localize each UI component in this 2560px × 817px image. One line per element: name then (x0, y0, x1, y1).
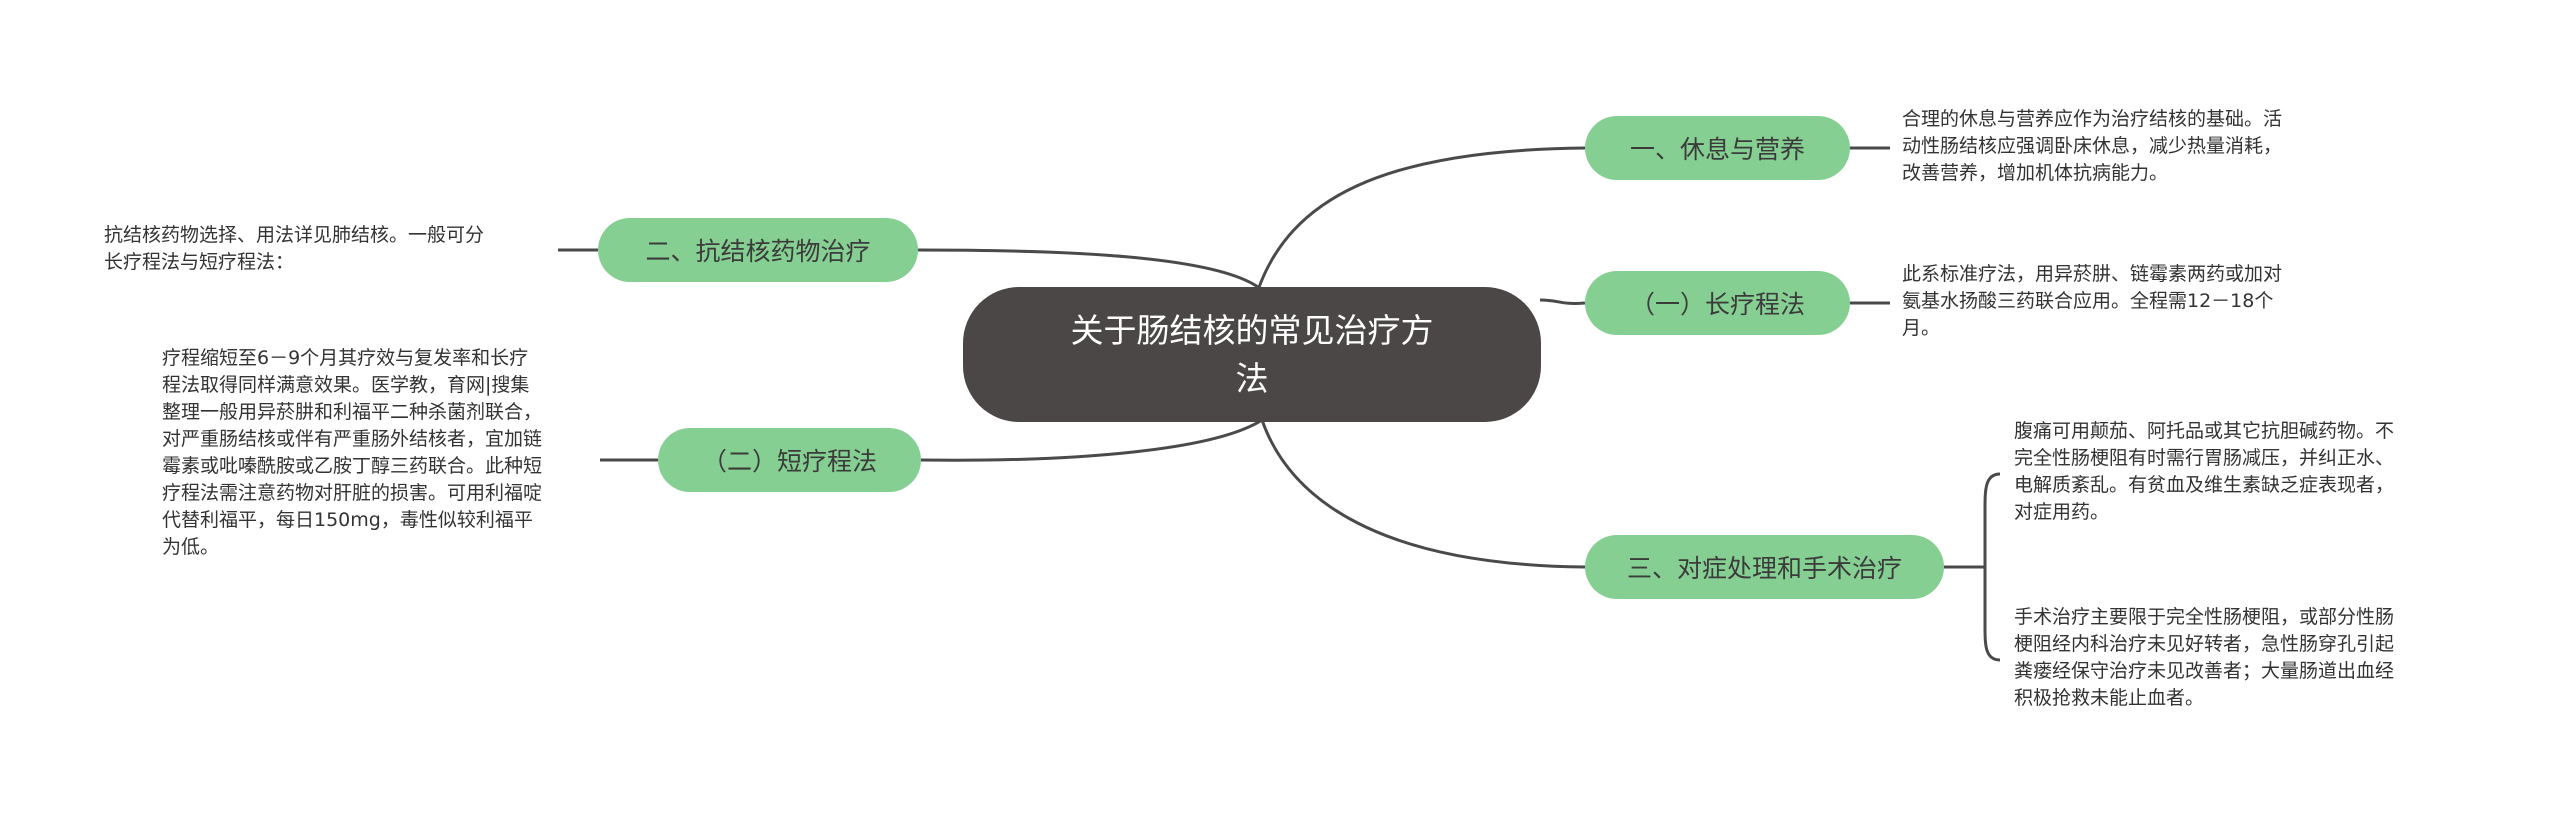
link-long-course (1539, 298, 1586, 305)
note-rest-nutrition: 合理的休息与营养应作为治疗结核的基础。活 动性肠结核应强调卧床休息，减少热量消耗… (1902, 106, 2362, 187)
note-line: 月。 (1902, 317, 1941, 339)
note-line: 整理一般用异菸肼和利福平二种杀菌剂联合， (162, 401, 543, 423)
branch-antitb-drugs-label: 二、抗结核药物治疗 (645, 237, 871, 266)
branch-antitb-drugs[interactable]: 二、抗结核药物治疗 (598, 218, 918, 282)
note-line: 霉素或吡嗪酰胺或乙胺丁醇三药联合。此种短 (162, 455, 543, 477)
central-topic-line2: 法 (1235, 358, 1269, 398)
note-line: 梗阻经内科治疗未见好转者，急性肠穿孔引起 (2014, 633, 2395, 655)
central-topic-line1: 关于肠结核的常见治疗方 (1070, 310, 1434, 350)
note-symptomatic-surgery: 手术治疗主要限于完全性肠梗阻，或部分性肠 梗阻经内科治疗未见好转者，急性肠穿孔引… (2014, 604, 2484, 712)
note-line: 程法取得同样满意效果。医学教，育网|搜集 (162, 374, 530, 396)
branch-short-course[interactable]: （二）短疗程法 (658, 428, 921, 492)
branch-long-course[interactable]: （一）长疗程法 (1585, 271, 1850, 335)
branch-long-course-label: （一）长疗程法 (1629, 290, 1805, 319)
note-line: 疗程法需注意药物对肝脏的损害。可用利福啶 (162, 482, 543, 504)
link-symptomatic (1260, 419, 1586, 569)
branch-symptomatic-surgery-label: 三、对症处理和手术治疗 (1626, 554, 1902, 583)
link-antitb (917, 248, 1263, 292)
note-antitb-drugs: 抗结核药物选择、用法详见肺结核。一般可分 长疗程法与短疗程法： (104, 222, 564, 276)
branch-rest-nutrition-label: 一、休息与营养 (1629, 135, 1805, 164)
branch-short-course-label: （二）短疗程法 (701, 447, 877, 476)
note-line: 电解质紊乱。有贫血及维生素缺乏症表现者， (2014, 474, 2395, 496)
note-long-course: 此系标准疗法，用异菸肼、链霉素两药或加对 氨基水扬酸三药联合应用。全程需12－1… (1902, 261, 2362, 342)
note-short-course: 疗程缩短至6－9个月其疗效与复发率和长疗 程法取得同样满意效果。医学教，育网|搜… (162, 345, 622, 561)
note-line: 对严重肠结核或伴有严重肠外结核者，宜加链 (162, 428, 543, 450)
note-line: 完全性肠梗阻有时需行胃肠减压，并纠正水、 (2014, 447, 2395, 469)
note-line: 代替利福平，每日150mg，毒性似较利福平 (162, 509, 533, 531)
note-line: 长疗程法与短疗程法： (104, 251, 295, 273)
note-line: 对症用药。 (2014, 501, 2110, 523)
note-line: 动性肠结核应强调卧床休息，减少热量消耗， (1902, 135, 2283, 157)
note-line: 合理的休息与营养应作为治疗结核的基础。活 (1902, 108, 2283, 130)
note-line: 积极抢救未能止血者。 (2014, 687, 2205, 709)
note-line: 抗结核药物选择、用法详见肺结核。一般可分 (104, 224, 485, 246)
note-line: 疗程缩短至6－9个月其疗效与复发率和长疗 (162, 347, 529, 369)
note-line: 改善营养，增加机体抗病能力。 (1902, 162, 2169, 184)
branch-symptomatic-surgery[interactable]: 三、对症处理和手术治疗 (1585, 535, 1944, 599)
central-topic[interactable]: 关于肠结核的常见治疗方 法 (963, 287, 1541, 422)
link-short-course (920, 418, 1263, 462)
note-line: 此系标准疗法，用异菸肼、链霉素两药或加对 (1902, 263, 2283, 285)
link-symptomatic-bracket (1944, 472, 2001, 662)
note-line: 氨基水扬酸三药联合应用。全程需12－18个 (1902, 290, 2274, 312)
note-line: 为低。 (162, 536, 220, 558)
note-line: 手术治疗主要限于完全性肠梗阻，或部分性肠 (2014, 606, 2395, 628)
note-line: 腹痛可用颠茄、阿托品或其它抗胆碱药物。不 (2014, 420, 2395, 442)
branch-rest-nutrition[interactable]: 一、休息与营养 (1585, 116, 1850, 180)
link-rest (1256, 146, 1586, 291)
note-symptomatic-medication: 腹痛可用颠茄、阿托品或其它抗胆碱药物。不 完全性肠梗阻有时需行胃肠减压，并纠正水… (2014, 418, 2484, 526)
note-line: 粪瘘经保守治疗未见改善者；大量肠道出血经 (2014, 660, 2395, 682)
